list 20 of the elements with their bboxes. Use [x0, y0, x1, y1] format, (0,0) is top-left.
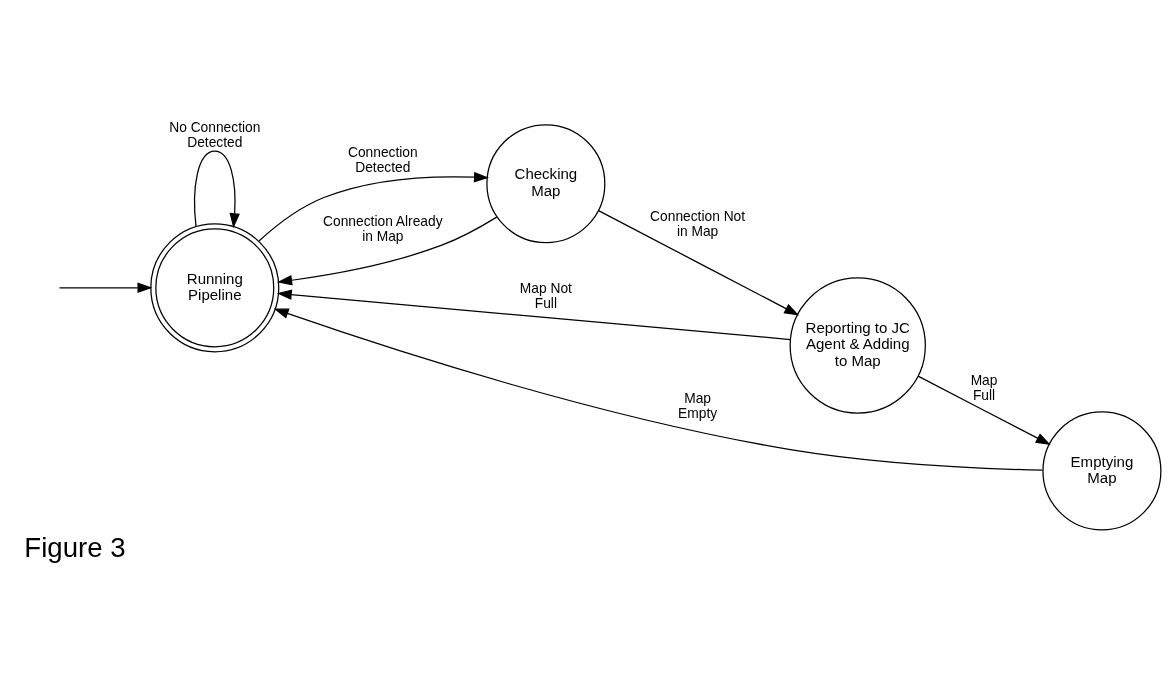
arrow [194, 150, 240, 228]
node-circle: Checking Map [486, 123, 606, 243]
arrow [58, 282, 153, 293]
node-circle: Running Pipeline [150, 222, 280, 352]
node-circle: Reporting to JC Agent & Adding to Map [789, 276, 926, 414]
arrow [917, 375, 1051, 445]
edge-label: Connection Already in Map [323, 213, 443, 244]
edge-label: Map Not Full [519, 280, 572, 311]
edge-label: Map Empty [678, 390, 718, 421]
edge-label: Connection Not in Map [650, 208, 746, 239]
arrow [258, 171, 490, 242]
node-circle: Emptying Map [1042, 410, 1162, 530]
caption: Figure 3 [24, 531, 126, 563]
arrow [273, 308, 1044, 471]
edge-label: Connection Detected [347, 144, 418, 175]
edge-label: No Connection Detected [169, 119, 261, 150]
arrow [276, 288, 791, 340]
edge-label: Map Full [970, 372, 998, 403]
arrow [597, 209, 800, 316]
arrow [277, 216, 498, 285]
